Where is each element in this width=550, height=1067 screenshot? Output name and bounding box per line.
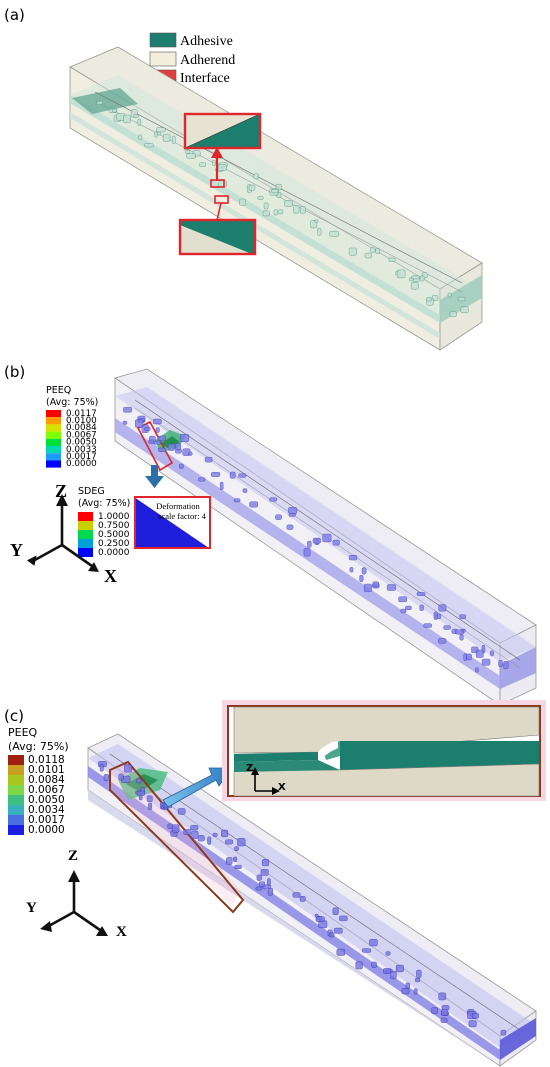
sdeg-swatch-0 — [78, 512, 93, 521]
legend-swatch-adherend — [149, 51, 177, 67]
peeq-c-tick-2: 0.0084 — [28, 774, 65, 786]
legend-label-adherend: Adherend — [180, 53, 235, 68]
axis-triad-c: Z Y X — [26, 848, 127, 940]
peeq-c-tick-0: 0.0118 — [28, 754, 65, 766]
pores-b — [122, 406, 509, 673]
axis-z-b: Z — [55, 481, 67, 501]
peeq-avg-b: (Avg: 75%) — [46, 397, 98, 408]
peeq-c-swatch-2 — [8, 775, 24, 785]
beam-model-a — [69, 46, 483, 351]
zoom-box-bottom — [178, 218, 257, 256]
beam-model-c — [87, 733, 537, 1067]
peeq-b-tick-7: 0.0000 — [66, 459, 97, 469]
panel-a-label: (a) — [4, 6, 25, 24]
peeq-c-swatch-0 — [8, 755, 24, 765]
pores-c — [97, 761, 507, 1036]
peeq-b-swatch-4 — [46, 438, 61, 446]
peeq-b-tick-0: 0.0117 — [66, 409, 97, 419]
inset-axis-z: Z — [246, 763, 253, 774]
legend-label-adhesive: Adhesive — [180, 34, 233, 49]
panel-b: (b) PEEQ (Avg: 75%) 0.01170.01000.00840.… — [4, 363, 537, 706]
peeq-b-tick-6: 0.0017 — [66, 452, 97, 462]
inset-line1: Deformation — [156, 501, 200, 511]
sdeg-avg: (Avg: 75%) — [78, 498, 130, 509]
deformation-arrow — [145, 465, 164, 488]
peeq-title-c: PEEQ — [8, 726, 38, 739]
axis-y-b: Y — [10, 540, 23, 560]
peeq-legend-b: PEEQ (Avg: 75%) 0.01170.01000.00840.0067… — [46, 385, 98, 469]
panel-a: (a) Adhesive Adherend Interface — [4, 6, 483, 351]
zoom-box-top — [183, 112, 262, 150]
sdeg-swatch-3 — [78, 539, 93, 548]
peeq-c-swatch-1 — [8, 765, 24, 775]
peeq-c-swatch-5 — [8, 805, 24, 815]
axis-x-b: X — [104, 566, 117, 586]
sdeg-tick-2: 0.5000 — [98, 530, 130, 540]
panel-c: (c) PEEQ (Avg: 75%) 0.01180.01010.00840.… — [4, 700, 546, 1067]
axis-triad-b: Z Y X — [10, 481, 117, 586]
peeq-legend-c: PEEQ (Avg: 75%) 0.01180.01010.00840.0067… — [8, 726, 69, 836]
inset-axis-x: X — [278, 782, 286, 793]
sdeg-tick-4: 0.0000 — [98, 548, 130, 558]
interface-marker-1 — [210, 179, 225, 188]
peeq-c-tick-5: 0.0034 — [28, 804, 65, 816]
axis-y-c: Y — [26, 900, 37, 916]
peeq-title-b: PEEQ — [46, 385, 71, 396]
sdeg-swatch-1 — [78, 521, 93, 530]
peeq-c-tick-3: 0.0067 — [28, 784, 65, 796]
peeq-avg-c: (Avg: 75%) — [8, 740, 69, 753]
sdeg-swatch-2 — [78, 530, 93, 539]
pores-a — [96, 100, 469, 318]
axis-x-c: X — [116, 924, 127, 940]
axis-z-c: Z — [68, 848, 78, 864]
zoom-arrow-head — [211, 147, 223, 158]
peeq-c-swatch-4 — [8, 795, 24, 805]
peeq-b-swatch-7 — [46, 460, 61, 468]
peeq-b-tick-2: 0.0084 — [66, 423, 97, 433]
sdeg-tick-1: 0.7500 — [98, 521, 130, 531]
peeq-b-tick-4: 0.0050 — [66, 438, 97, 448]
interface-zoom-a — [178, 112, 262, 256]
peeq-c-swatch-7 — [8, 825, 24, 835]
sdeg-tick-0: 1.0000 — [98, 512, 130, 522]
peeq-c-tick-1: 0.0101 — [28, 764, 65, 776]
panel-b-label: (b) — [4, 363, 25, 381]
peeq-b-swatch-2 — [46, 424, 61, 432]
deformation-inset: Deformation scale factor: 4 — [134, 496, 211, 549]
highlight-frame-c — [109, 760, 245, 914]
peeq-b-swatch-0 — [46, 410, 61, 418]
peeq-b-tick-3: 0.0067 — [66, 430, 97, 440]
legend-label-interface: Interface — [180, 71, 230, 86]
peeq-b-swatch-1 — [46, 417, 61, 425]
inset-line2: scale factor: 4 — [158, 511, 206, 521]
damage-marker-b — [136, 420, 174, 472]
sdeg-title: SDEG — [78, 486, 105, 497]
peeq-b-swatch-6 — [46, 453, 61, 461]
peeq-c-tick-4: 0.0050 — [28, 794, 65, 806]
peeq-b-swatch-3 — [46, 431, 61, 439]
peeq-b-tick-1: 0.0100 — [66, 416, 97, 426]
sdeg-legend: SDEG (Avg: 75%) 1.00000.75000.50000.2500… — [78, 486, 130, 558]
peeq-c-swatch-3 — [8, 785, 24, 795]
peeq-b-tick-5: 0.0033 — [66, 445, 97, 455]
panel-a-legend: Adhesive Adherend Interface — [149, 32, 235, 86]
panel-c-label: (c) — [4, 707, 24, 725]
peeq-c-tick-7: 0.0000 — [28, 824, 65, 836]
sdeg-tick-3: 0.2500 — [98, 539, 130, 549]
sdeg-swatch-4 — [78, 548, 93, 557]
peeq-c-swatch-6 — [8, 815, 24, 825]
legend-swatch-adhesive — [149, 32, 177, 48]
peeq-b-swatch-5 — [46, 446, 61, 454]
interface-marker-2 — [214, 195, 229, 204]
peeq-c-tick-6: 0.0017 — [28, 814, 65, 826]
zoom-inset-c: Z X — [222, 700, 546, 801]
